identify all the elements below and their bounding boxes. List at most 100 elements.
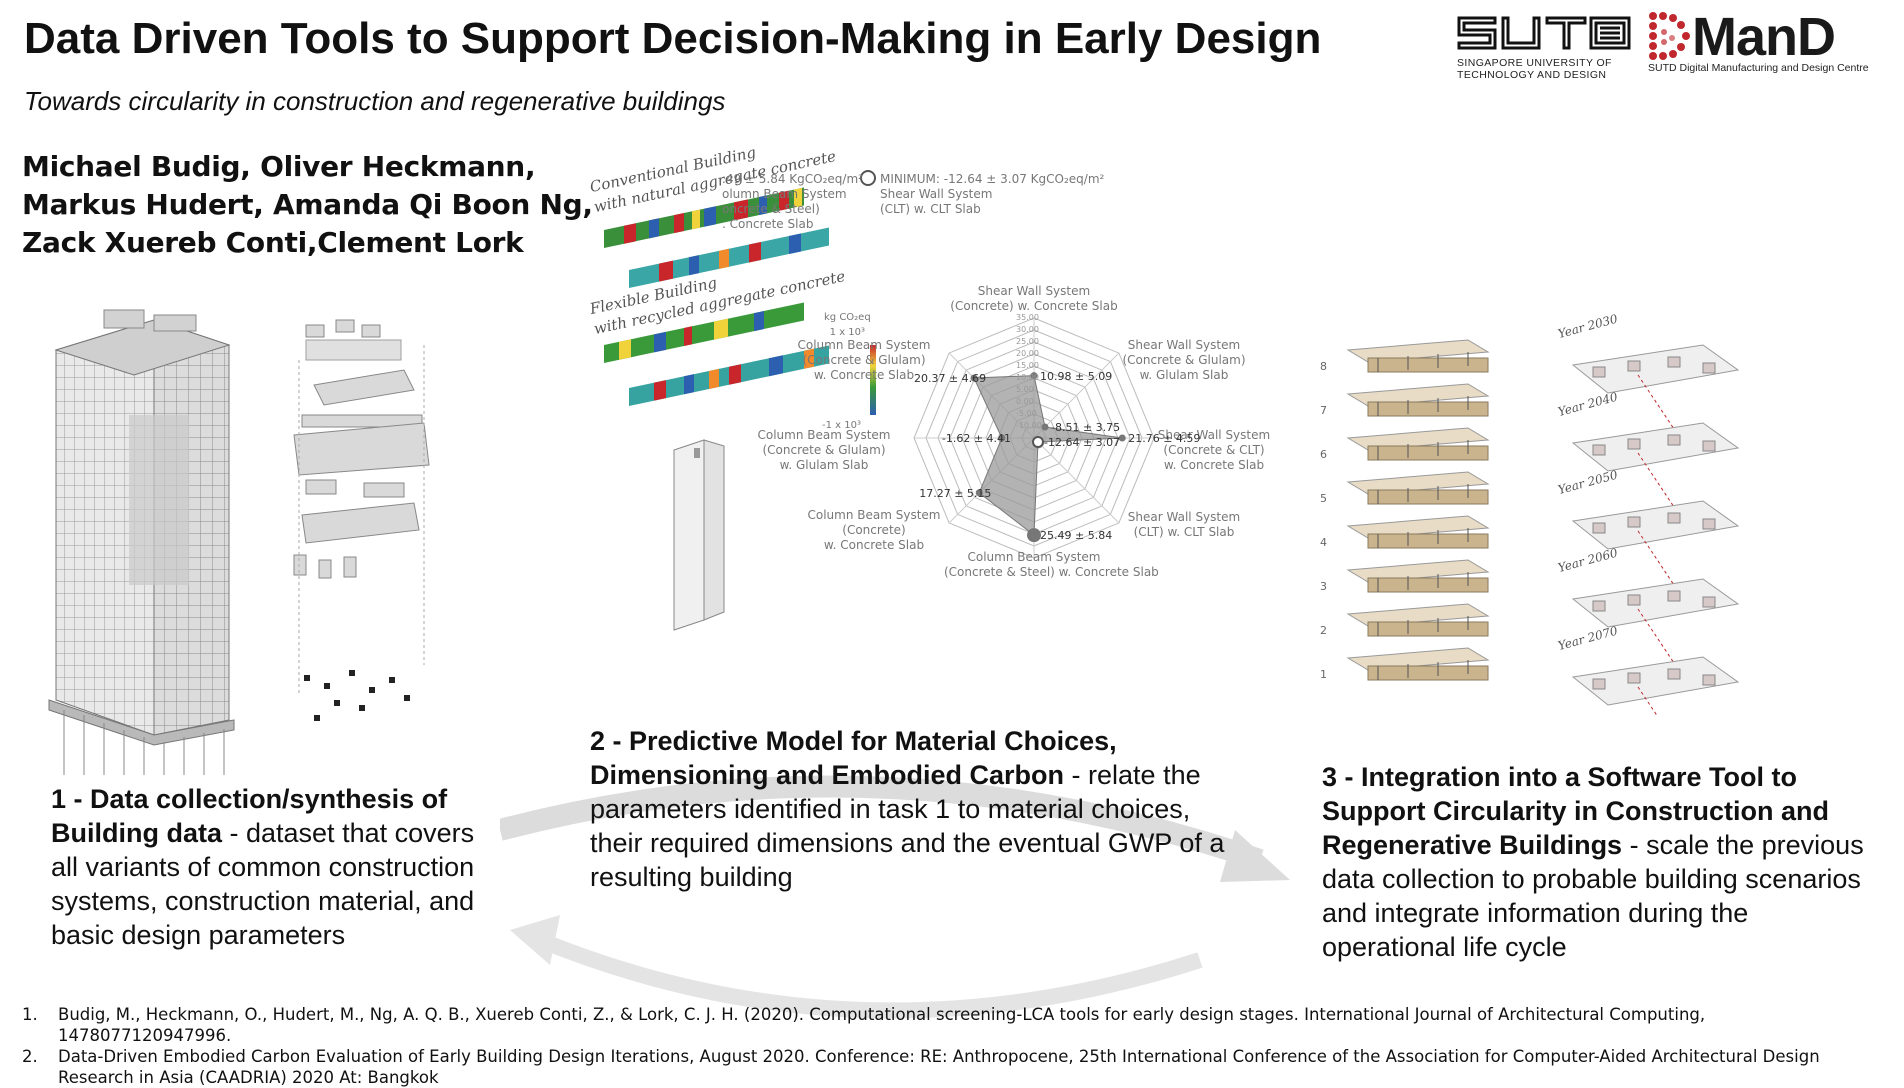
floor-number: 4 (1320, 536, 1327, 549)
task-2: 2 - Predictive Model for Material Choice… (590, 724, 1240, 894)
radar-chart (604, 170, 1155, 631)
author-list: Michael Budig, Oliver Heckmann, Markus H… (22, 148, 593, 262)
scale-title: kg CO₂eq 1 x 10³ (824, 310, 871, 340)
radar-axis-label-line: (Concrete & Glulam) (802, 353, 926, 367)
sutd-logo-text-2: TECHNOLOGY AND DESIGN (1457, 69, 1607, 81)
radar-tick-label: 35.00 (1016, 313, 1039, 322)
radar-axis-label-line: Column Beam System (967, 550, 1101, 564)
task-3: 3 - Integration into a Software Tool to … (1322, 760, 1882, 964)
radar-point (975, 489, 983, 497)
radar-axis-label-line: (Concrete & Glulam) (762, 443, 886, 457)
radar-axis-label-line: (Concrete & Glulam) (1122, 353, 1246, 367)
radar-point (1041, 423, 1049, 431)
floor-slab (1346, 427, 1490, 461)
radar-axis-label-line: w. Concrete Slab (813, 368, 915, 382)
radar-axis-label-line: (Concrete) (842, 523, 906, 537)
radar-axis-label: Shear Wall System(Concrete) w. Concrete … (944, 284, 1124, 314)
max-line-3: oncrete & Steel) (722, 202, 820, 216)
radar-axis-label-line: (Concrete & CLT) (1163, 443, 1265, 457)
carbon-radar-figure: Conventional Building with natural aggre… (584, 143, 1304, 710)
radar-value-label: 10.98 ± 5.09 (1040, 369, 1113, 383)
sutd-logo-text-1: SINGAPORE UNIVERSITY OF (1457, 57, 1612, 69)
floor-slab (1346, 515, 1490, 549)
author-line-1: Michael Budig, Oliver Heckmann, (22, 150, 536, 183)
radar-axis-label: Column Beam System(Concrete)w. Concrete … (784, 508, 964, 553)
floor-slab (1346, 339, 1490, 373)
max-line-2: olumn Beam System (722, 187, 847, 201)
task-2-text: - relate the parameters identified in ta… (590, 760, 1225, 892)
radar-tick-label: 30.00 (1016, 325, 1039, 334)
min-annotation: MINIMUM: -12.64 ± 3.07 KgCO₂eq/m² Shear … (880, 172, 1104, 217)
building-tower-figure (48, 309, 430, 775)
task-1-heading: 1 - Data collection/synthesis of Buildin… (51, 784, 448, 848)
radar-value-label: 21.76 ± 4.59 (1128, 432, 1201, 445)
radar-point (998, 434, 1006, 442)
radar-axis-label-line: w. Glulam Slab (779, 458, 869, 472)
radar-tick-label: 5.00 (1016, 385, 1034, 394)
radar-axis-label-line: w. Concrete Slab (823, 538, 925, 552)
task-1: 1 - Data collection/synthesis of Buildin… (51, 782, 501, 952)
min-line-2: Shear Wall System (880, 187, 993, 201)
radar-value-label: -8.51 ± 3.75 (1051, 420, 1121, 434)
floor-slab (1346, 647, 1490, 681)
floor-slab (1346, 383, 1490, 417)
task-2-heading: 2 - Predictive Model for Material Choice… (590, 726, 1117, 790)
radar-axis-label-line: Shear Wall System (1127, 338, 1241, 352)
year-floor-plan (1571, 422, 1740, 514)
radar-tick-label: 25.00 (1016, 337, 1039, 346)
cycle-arrows (500, 775, 1290, 1019)
floor-slab (1346, 603, 1490, 637)
dmand-logo-text: SUTD Digital Manufacturing and Design Ce… (1648, 62, 1869, 74)
floor-slab (1346, 559, 1490, 593)
task-3-heading: 3 - Integration into a Software Tool to … (1322, 762, 1830, 860)
dmand-wordmark: ManD (1692, 7, 1836, 67)
dmand-dot-d-icon (1649, 12, 1690, 60)
radar-tick-label: 0.00 (1016, 397, 1034, 406)
floor-number: 8 (1320, 360, 1327, 373)
year-floor-plan (1571, 500, 1740, 592)
radar-axis-label-line: Column Beam System (797, 338, 931, 352)
radar-axis-label-line: (Concrete) w. Concrete Slab (950, 299, 1118, 313)
radar-axis-label-line: Shear Wall System (1157, 428, 1271, 442)
floor-number: 1 (1320, 668, 1327, 681)
radar-value-label: -12.64 ± 3.07 (1044, 436, 1121, 449)
floor-number: 6 (1320, 448, 1327, 461)
radar-tick-label: 20.00 (1016, 349, 1039, 358)
radar-spoke (1033, 437, 1120, 524)
year-floor-plan (1571, 578, 1740, 670)
reference-text: Budig, M., Heckmann, O., Hudert, M., Ng,… (58, 1005, 1706, 1045)
radar-value-label: -1.62 ± 4.41 (941, 432, 1012, 445)
radar-axis-label-line: Column Beam System (757, 428, 891, 442)
radar-axis-label-line: Shear Wall System (1127, 510, 1241, 524)
scale-title-1: kg CO₂eq (824, 312, 871, 323)
floor-stack-figure (1346, 339, 1740, 715)
floor-number: 3 (1320, 580, 1327, 593)
page-title: Data Driven Tools to Support Decision-Ma… (24, 14, 1322, 63)
min-label: MINIMUM: (880, 172, 940, 186)
floor-number: 2 (1320, 624, 1327, 637)
min-line-3: (CLT) w. CLT Slab (880, 202, 981, 216)
radar-tick-label: 10.00 (1016, 373, 1039, 382)
reference-number: 2. (22, 1047, 38, 1066)
radar-point (1027, 528, 1041, 543)
max-line-4: . Concrete Slab (722, 217, 814, 231)
scale-title-2: 1 x 10³ (829, 327, 866, 338)
radar-axis-label-line: (CLT) w. CLT Slab (1133, 525, 1235, 539)
radar-axis-label-line: (Concrete & Steel) w. Concrete Slab (944, 565, 1159, 579)
radar-axis-label: Column Beam System(Concrete & Glulam)w. … (774, 338, 954, 383)
arrow-head-left-icon (510, 915, 560, 965)
scale-bottom: -1 x 10³ (822, 420, 861, 431)
floor-number: 7 (1320, 404, 1327, 417)
reference-item: 2. Data-Driven Embodied Carbon Evaluatio… (22, 1046, 1882, 1088)
radar-tick-label: -10.00 (1016, 421, 1042, 430)
radar-axis-label: Shear Wall System(CLT) w. CLT Slab (1094, 510, 1274, 540)
radar-axis-label: Shear Wall System(Concrete & CLT)w. Conc… (1124, 428, 1304, 473)
author-line-2: Markus Hudert, Amanda Qi Boon Ng, (22, 188, 593, 221)
radar-point (1030, 372, 1038, 380)
task-1-text: - dataset that covers all variants of co… (51, 818, 475, 950)
radar-axis-label-line: Shear Wall System (977, 284, 1091, 298)
radar-value-label: 20.37 ± 4.69 (913, 371, 987, 385)
sutd-logo: SINGAPORE UNIVERSITY OF TECHNOLOGY AND D… (1457, 14, 1633, 81)
year-floor-plan (1571, 656, 1740, 715)
radar-point (1118, 434, 1126, 442)
